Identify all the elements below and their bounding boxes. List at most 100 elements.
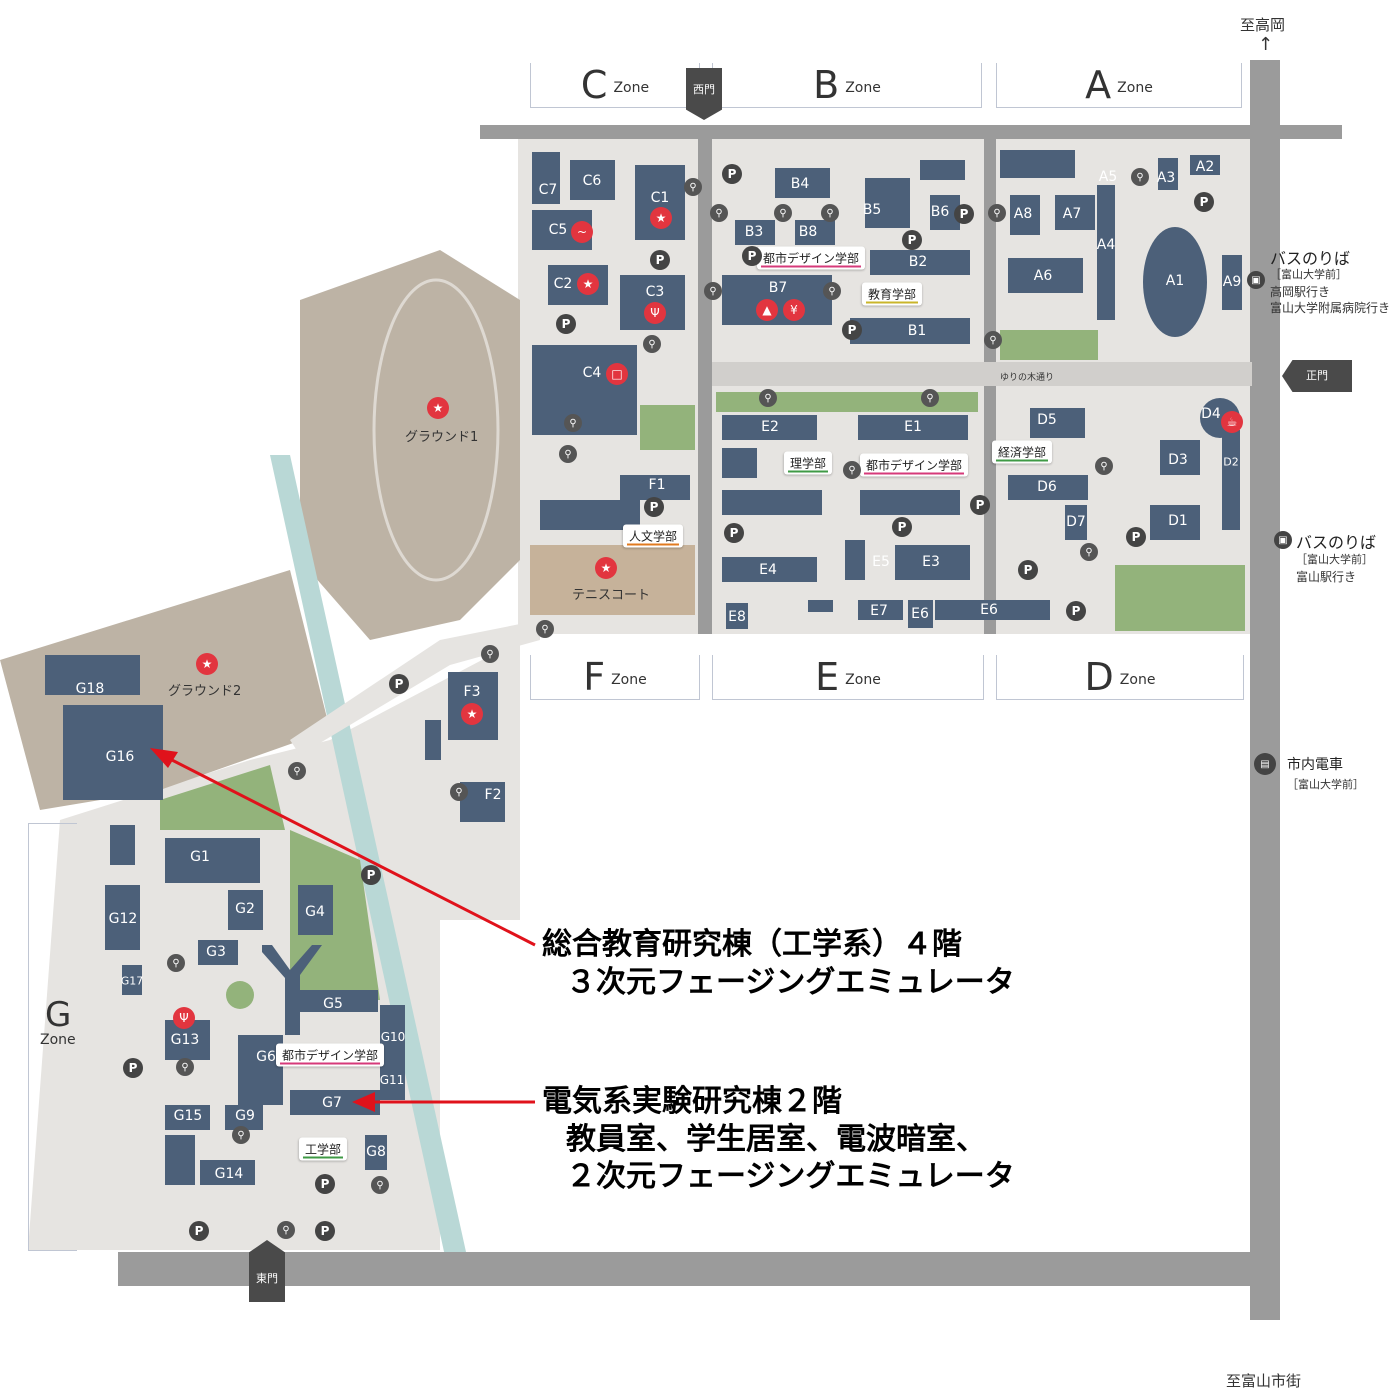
- building-g8[interactable]: G8: [366, 1144, 386, 1160]
- building-g6[interactable]: G6: [256, 1049, 276, 1065]
- parking-icon: P: [189, 1221, 209, 1241]
- building-g14[interactable]: G14: [214, 1166, 244, 1182]
- faculty-engineering[interactable]: 工学部: [298, 1137, 348, 1161]
- building-g5[interactable]: G5: [323, 996, 343, 1012]
- building-g9[interactable]: G9: [235, 1108, 255, 1124]
- sports-icon: ★: [196, 653, 218, 675]
- building-g13[interactable]: G13: [170, 1032, 200, 1048]
- building-a4[interactable]: A4: [1096, 237, 1116, 253]
- buildings-c: [532, 152, 685, 435]
- parking-icon: P: [1066, 601, 1086, 621]
- building-g18[interactable]: G18: [75, 681, 105, 697]
- building-e4[interactable]: E4: [759, 562, 777, 578]
- building-a5[interactable]: A5: [1098, 169, 1118, 185]
- callout-upper-line1: 総合教育研究棟（工学系）４階: [542, 927, 962, 962]
- building-f3[interactable]: F3: [463, 684, 481, 700]
- building-d2[interactable]: D2: [1223, 455, 1239, 469]
- pool-icon: ~: [571, 221, 593, 243]
- building-d3[interactable]: D3: [1168, 452, 1188, 468]
- underline: [865, 301, 919, 304]
- building-b5[interactable]: B5: [862, 202, 882, 218]
- building-e1[interactable]: E1: [904, 419, 922, 435]
- building-b2[interactable]: B2: [908, 254, 928, 270]
- building-e6-small[interactable]: E6: [911, 606, 929, 622]
- building-c4[interactable]: C4: [582, 365, 602, 381]
- building-e6[interactable]: E6: [980, 602, 998, 618]
- building-b1[interactable]: B1: [907, 323, 927, 339]
- building-c3[interactable]: C3: [645, 284, 665, 300]
- faculty-urban-design-e[interactable]: 都市デザイン学部: [859, 453, 969, 477]
- building-g7[interactable]: G7: [322, 1095, 342, 1111]
- building-b3[interactable]: B3: [744, 224, 764, 240]
- building-e3[interactable]: E3: [922, 554, 940, 570]
- bicycle-parking-icon: ⚲: [176, 1058, 194, 1076]
- building-a2[interactable]: A2: [1195, 159, 1215, 175]
- building-g12[interactable]: G12: [108, 911, 138, 927]
- bicycle-parking-icon: ⚲: [921, 389, 939, 407]
- building-c7[interactable]: C7: [538, 182, 558, 198]
- building-e8[interactable]: E8: [728, 609, 746, 625]
- building-b6[interactable]: B6: [930, 204, 950, 220]
- parking-icon: P: [1126, 527, 1146, 547]
- west-gate[interactable]: 西門: [686, 68, 722, 120]
- building-d7[interactable]: D7: [1066, 514, 1086, 530]
- faculty-economics[interactable]: 経済学部: [991, 440, 1053, 464]
- faculty-humanities[interactable]: 人文学部: [622, 524, 684, 548]
- bicycle-parking-icon: ⚲: [450, 783, 468, 801]
- building-a1[interactable]: A1: [1165, 273, 1185, 289]
- building-d4[interactable]: D4: [1201, 406, 1221, 422]
- main-gate[interactable]: 正門: [1282, 360, 1352, 392]
- building-a7[interactable]: A7: [1062, 206, 1082, 222]
- bus-stop-2-line1: 富山駅行き: [1296, 570, 1357, 584]
- faculty-label: 教育学部: [867, 287, 917, 302]
- tram-title: 市内電車: [1287, 757, 1343, 773]
- building-f2[interactable]: F2: [484, 787, 502, 803]
- building-a9[interactable]: A9: [1222, 274, 1242, 290]
- building-g11[interactable]: G11: [379, 1073, 405, 1087]
- parking-icon: P: [892, 517, 912, 537]
- building-a8[interactable]: A8: [1013, 206, 1033, 222]
- building-c5[interactable]: C5: [548, 222, 568, 238]
- building-c1[interactable]: C1: [650, 190, 670, 206]
- building-a6[interactable]: A6: [1033, 268, 1053, 284]
- building-e7[interactable]: E7: [870, 603, 888, 619]
- faculty-science[interactable]: 理学部: [783, 451, 833, 475]
- parking-icon: P: [722, 164, 742, 184]
- bicycle-parking-icon: ⚲: [536, 620, 554, 638]
- building-d5[interactable]: D5: [1037, 412, 1057, 428]
- restaurant-icon: Ψ: [173, 1007, 195, 1029]
- building-g17[interactable]: G17: [120, 974, 144, 988]
- building-d1[interactable]: D1: [1168, 513, 1188, 529]
- zone-word: Zone: [1119, 672, 1156, 688]
- building-e5[interactable]: E5: [872, 554, 890, 570]
- zone-letter: B: [813, 63, 840, 107]
- building-a3[interactable]: A3: [1156, 170, 1176, 186]
- west-gate-road: [698, 138, 712, 634]
- faculty-urban-design-g[interactable]: 都市デザイン学部: [275, 1043, 385, 1067]
- building-c2[interactable]: C2: [553, 276, 573, 292]
- building-g16[interactable]: G16: [105, 749, 135, 765]
- callout-lower-line1: 電気系実験研究棟２階: [542, 1084, 842, 1119]
- faculty-urban-design-b[interactable]: 都市デザイン学部: [756, 246, 866, 270]
- building-e2[interactable]: E2: [761, 419, 779, 435]
- parking-icon: P: [954, 204, 974, 224]
- building-b8[interactable]: B8: [798, 224, 818, 240]
- building-g10[interactable]: G10: [380, 1030, 406, 1044]
- building-f1[interactable]: F1: [648, 477, 666, 493]
- building-g2[interactable]: G2: [235, 901, 255, 917]
- building-g4[interactable]: G4: [305, 904, 325, 920]
- building-g3[interactable]: G3: [206, 944, 226, 960]
- bicycle-parking-icon: ⚲: [559, 445, 577, 463]
- faculty-education[interactable]: 教育学部: [861, 282, 923, 306]
- underline: [995, 459, 1049, 462]
- building-b4[interactable]: B4: [790, 176, 810, 192]
- east-gate[interactable]: 東門: [249, 1240, 285, 1302]
- underline: [760, 265, 862, 268]
- building-g1[interactable]: G1: [190, 849, 210, 865]
- bus-stop-1-title: バスのりば: [1270, 249, 1351, 268]
- building-c6[interactable]: C6: [582, 173, 602, 189]
- building-b7[interactable]: B7: [768, 280, 788, 296]
- bicycle-parking-icon: ⚲: [564, 414, 582, 432]
- building-d6[interactable]: D6: [1037, 479, 1057, 495]
- building-g15[interactable]: G15: [173, 1108, 203, 1124]
